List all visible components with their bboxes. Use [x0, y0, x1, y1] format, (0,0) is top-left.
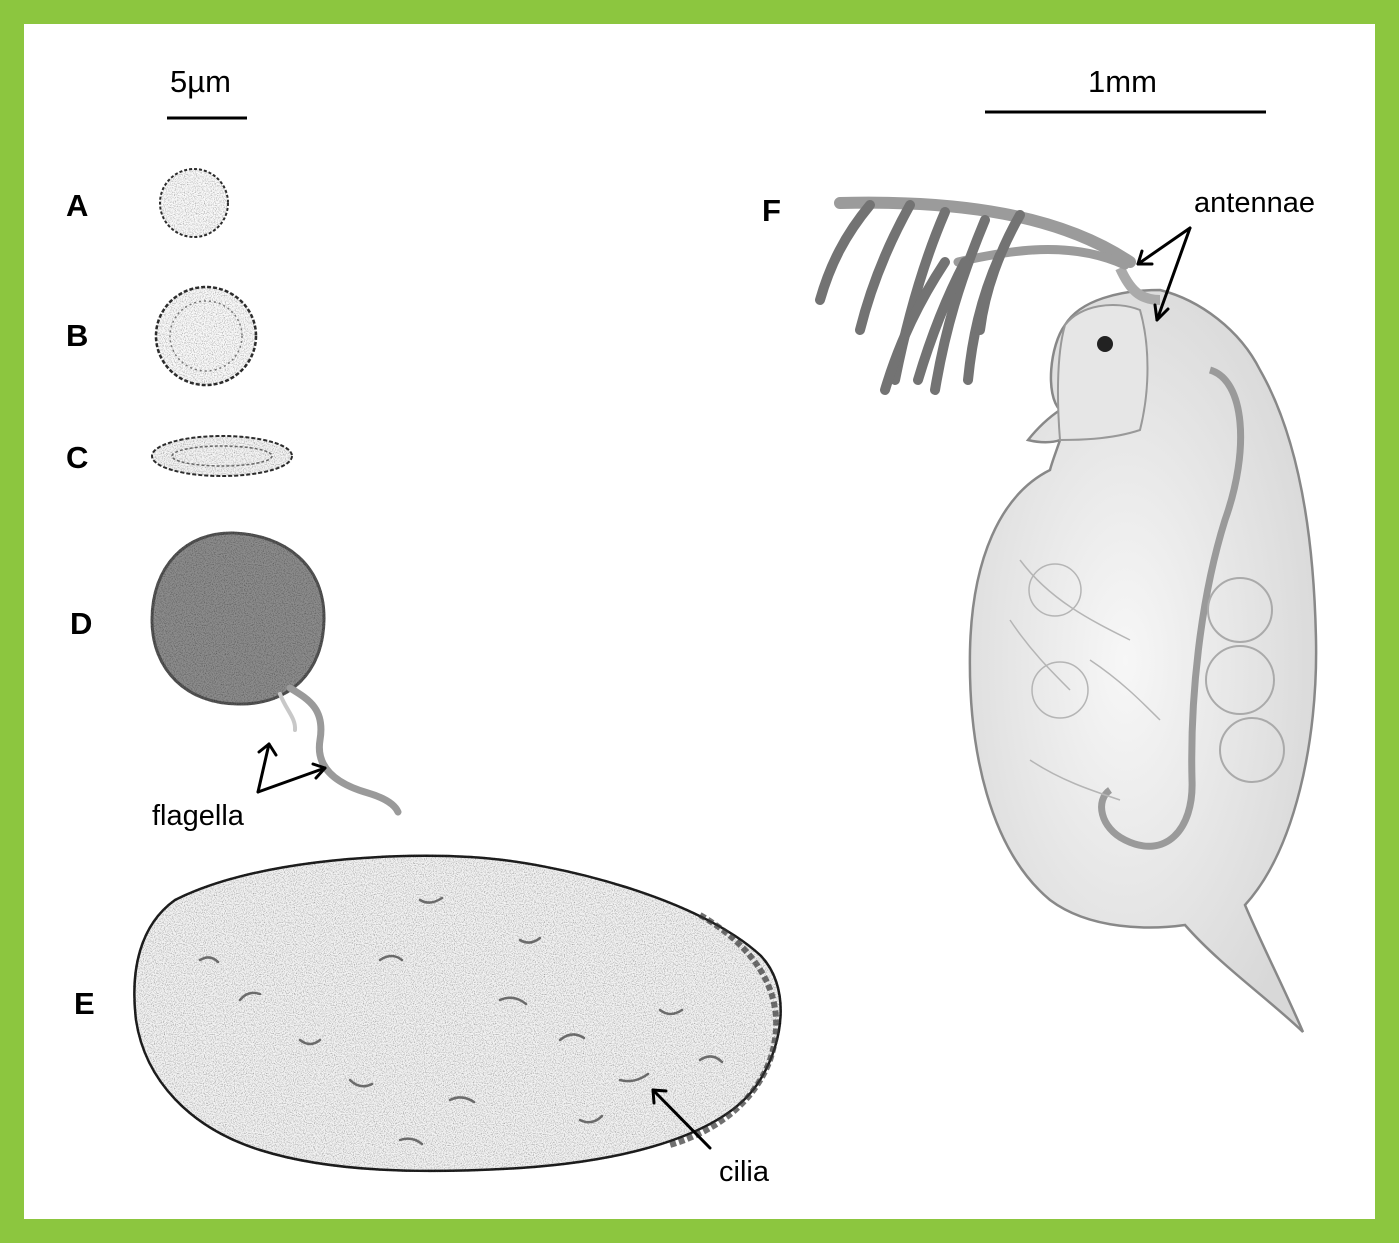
- panel-label-f: F: [762, 193, 781, 229]
- organism-e: [134, 856, 780, 1171]
- organism-a: [160, 169, 228, 237]
- panel-label-e: E: [74, 986, 95, 1022]
- organism-d: [152, 533, 398, 812]
- panel-label-c: C: [66, 440, 88, 476]
- scale-label-large: 1mm: [1088, 64, 1157, 100]
- flagella-label: flagella: [152, 800, 244, 833]
- cilia-label: cilia: [719, 1156, 769, 1189]
- panel-label-a: A: [66, 188, 88, 224]
- panel-label-d: D: [70, 606, 92, 642]
- panel-label-b: B: [66, 318, 88, 354]
- flagella-arrows: [258, 744, 325, 792]
- organism-f-daphnia: [820, 203, 1316, 1032]
- daphnia-eye: [1097, 336, 1113, 352]
- flagellum: [290, 688, 398, 812]
- antennae-label: antennae: [1194, 187, 1315, 220]
- organism-c: [152, 436, 292, 476]
- organism-b: [156, 287, 256, 385]
- scale-label-small: 5µm: [170, 64, 231, 100]
